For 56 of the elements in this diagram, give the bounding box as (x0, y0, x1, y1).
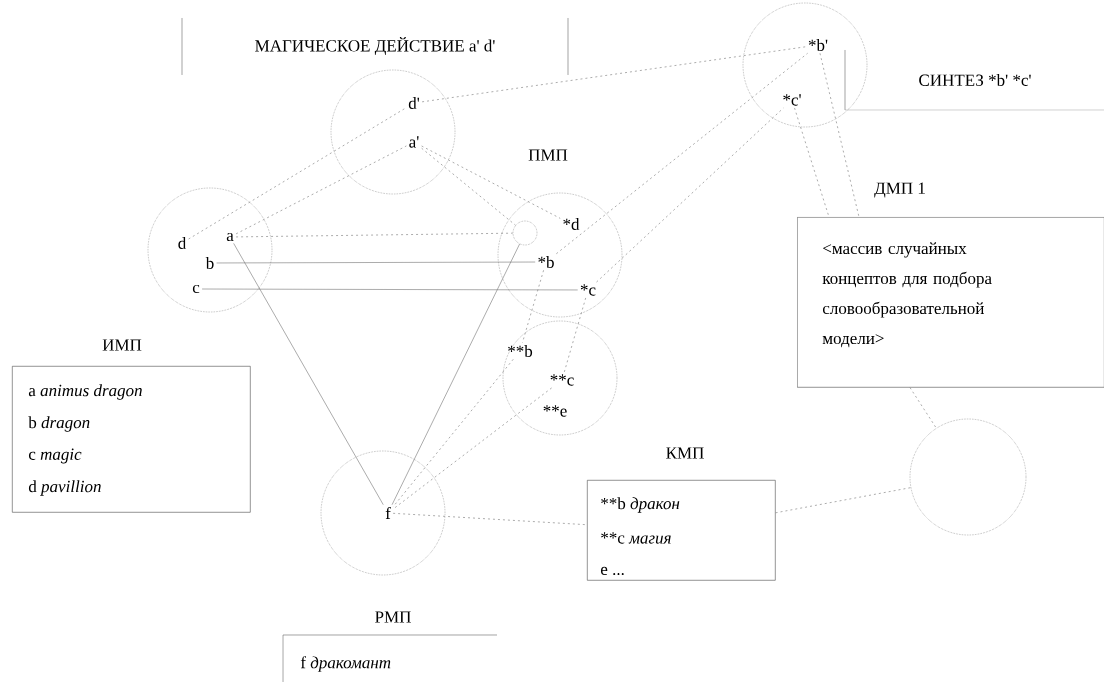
connector-line (391, 243, 520, 505)
letter-label: f (385, 507, 391, 519)
text-box: a animus dragon b dragon c magic d pavillion (12, 366, 251, 513)
heading: ИМП (102, 339, 142, 351)
connector-line (233, 243, 384, 505)
letter-label: *c (580, 284, 596, 296)
letter-label: **e (543, 405, 567, 417)
circle (512, 220, 538, 246)
heading: ПМП (528, 149, 568, 161)
connector-line (909, 387, 937, 429)
connector-line (421, 147, 516, 226)
heading: КМП (666, 447, 704, 459)
open-box: МАГИЧЕСКОЕ ДЕЙСТВИЕ a' d' (181, 17, 569, 76)
node-label: d pavillion (28, 480, 101, 496)
letter-label: *b (538, 256, 554, 268)
text-box: <массив случайных концептов для подбора словообразовательной модели> (797, 217, 1104, 388)
circle (742, 2, 868, 128)
connector-line (235, 232, 513, 238)
letter-label: a' (409, 136, 419, 148)
connector-line (819, 53, 860, 218)
circle (909, 418, 1027, 536)
letter-label: d' (408, 97, 420, 109)
letter-label: *c' (783, 94, 801, 106)
letter-label: a (226, 232, 234, 242)
letter-label: d (178, 237, 187, 249)
connector-line (775, 487, 911, 514)
letter-label: c (192, 284, 200, 294)
letter-label: *b' (808, 39, 828, 51)
node-label: c magic (28, 448, 82, 464)
letter-label: b (205, 257, 214, 269)
circle (502, 320, 618, 436)
circle (147, 187, 273, 313)
connector-line (522, 269, 544, 343)
letter-label: *d (563, 218, 580, 230)
node-label: b dragon (28, 416, 90, 432)
connector-line (188, 107, 407, 240)
connector-line (564, 297, 586, 373)
open-box: f дракомант (282, 634, 498, 682)
heading: РМП (375, 611, 411, 623)
connector-line (421, 145, 561, 219)
connector-line (596, 107, 784, 283)
circle (320, 450, 446, 576)
connector-line (392, 387, 552, 510)
connector-line (201, 288, 578, 291)
node-label: a animus dragon (28, 384, 142, 400)
connector-line (421, 46, 806, 103)
heading: ДМП 1 (874, 182, 925, 198)
connector-line (216, 261, 536, 264)
connector-line (235, 145, 407, 235)
text-box: **b дракон **c магия e ... (587, 480, 776, 581)
connector-line (556, 53, 808, 254)
circle (330, 69, 456, 195)
connector-line (392, 358, 514, 507)
letter-label: **c (550, 374, 574, 386)
letter-label: **b (508, 345, 533, 357)
open-box: СИНТЕЗ *b' *c' (844, 49, 1104, 111)
